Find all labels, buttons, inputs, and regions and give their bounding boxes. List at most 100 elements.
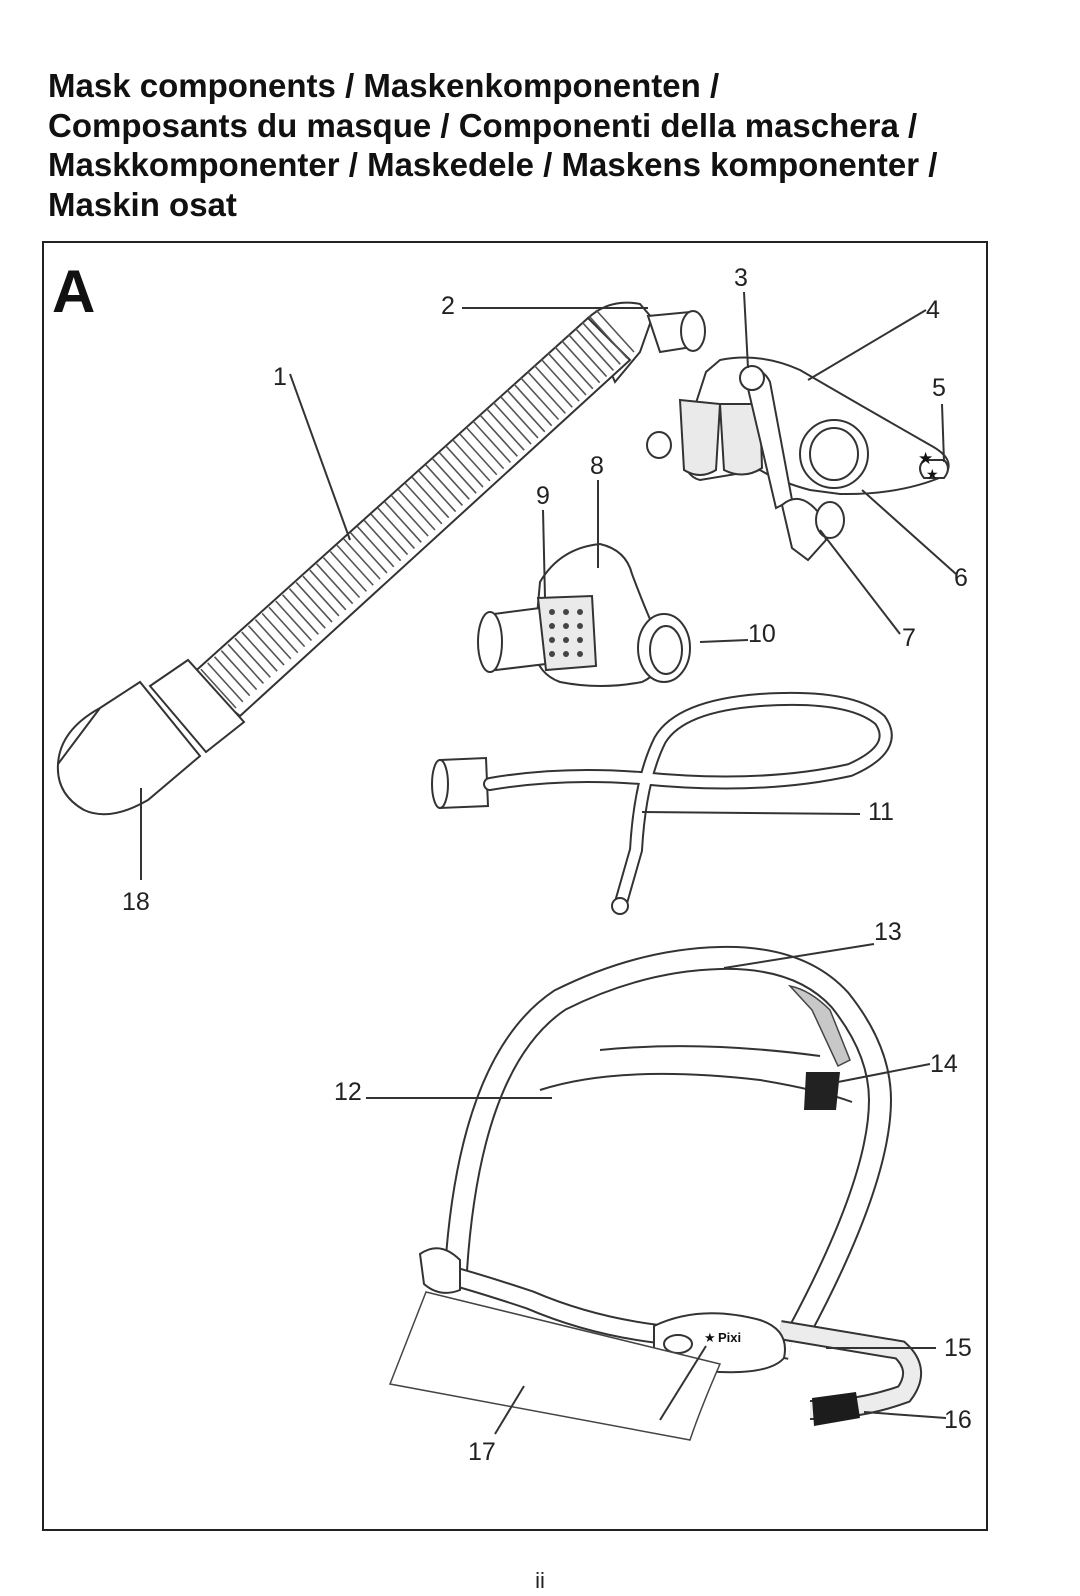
pixi-label: Pixi bbox=[718, 1330, 741, 1345]
tube-rib bbox=[327, 548, 367, 592]
tube-rib bbox=[574, 327, 615, 371]
tube-rib bbox=[526, 370, 566, 414]
tube-rib bbox=[368, 512, 409, 556]
tube-rib bbox=[293, 579, 333, 623]
callout-7: 7 bbox=[902, 624, 916, 652]
callout-6: 6 bbox=[954, 564, 968, 592]
callout-14: 14 bbox=[930, 1050, 958, 1078]
callout-1: 1 bbox=[273, 363, 287, 391]
tube-rib bbox=[595, 309, 635, 353]
leader-1 bbox=[289, 373, 351, 541]
tube-rib bbox=[492, 401, 532, 445]
tube-rib bbox=[375, 505, 416, 549]
vent-hole bbox=[563, 623, 569, 629]
title-line-4: Maskin osat bbox=[48, 185, 237, 223]
tube-rib bbox=[204, 659, 244, 703]
back-band-fill-shape bbox=[778, 1322, 920, 1418]
tubing-connector-end-shape bbox=[431, 759, 449, 809]
leader-3 bbox=[743, 291, 749, 369]
back-strap-upper-shape bbox=[599, 1045, 821, 1057]
title-line-2: Composants du masque / Componenti della … bbox=[48, 106, 918, 144]
tube-rib bbox=[451, 438, 491, 482]
tube-rib bbox=[279, 591, 319, 635]
tube-rib bbox=[513, 383, 553, 427]
tube-rib bbox=[197, 665, 237, 709]
tube-rib bbox=[272, 597, 313, 642]
tube-rib bbox=[478, 413, 518, 457]
vent-plate-shape bbox=[536, 594, 598, 672]
vent-holes bbox=[549, 609, 583, 657]
vent-hole bbox=[577, 623, 583, 629]
elbow-swivel-shape bbox=[586, 301, 654, 384]
tube-rib bbox=[396, 487, 436, 531]
vent-hole bbox=[563, 609, 569, 615]
pixi-star-icon: ★ bbox=[704, 1330, 716, 1345]
tube-rib bbox=[416, 469, 457, 513]
tube-rib bbox=[403, 481, 443, 525]
tube-rib bbox=[533, 364, 573, 408]
tube-rib bbox=[224, 640, 265, 684]
leader-17b bbox=[659, 1345, 707, 1421]
leader-5 bbox=[941, 403, 945, 463]
sizing-card-shape bbox=[388, 1291, 722, 1441]
leader-13 bbox=[723, 943, 875, 969]
tube-rib bbox=[444, 444, 484, 488]
cuff-body-shape bbox=[56, 680, 202, 816]
leader-16 bbox=[863, 1411, 947, 1419]
tube-rib bbox=[410, 475, 450, 519]
leader-7 bbox=[819, 529, 901, 635]
tube-rib bbox=[259, 610, 299, 654]
leader-17 bbox=[494, 1385, 525, 1435]
tube-rib bbox=[341, 536, 381, 580]
tube-rib bbox=[554, 346, 594, 390]
tube-rib bbox=[286, 585, 326, 629]
tube-rib bbox=[465, 426, 505, 470]
tube-rib bbox=[238, 628, 278, 672]
tube-rib bbox=[485, 407, 525, 451]
callout-11: 11 bbox=[868, 798, 894, 826]
tube-rib bbox=[348, 530, 388, 574]
tube-rib bbox=[588, 315, 628, 359]
callout-10: 10 bbox=[748, 620, 776, 648]
junction-slot-shape bbox=[663, 1334, 693, 1354]
title-line-3: Maskkomponenter / Maskedele / Maskens ko… bbox=[48, 146, 938, 183]
cuff-edge-shape bbox=[57, 707, 101, 765]
frame-star-icon: ★ bbox=[918, 449, 933, 468]
vent-hole bbox=[549, 609, 555, 615]
tube-rib bbox=[362, 518, 402, 562]
tube-rib bbox=[300, 573, 340, 617]
leader-9 bbox=[542, 509, 546, 599]
callout-2: 2 bbox=[441, 292, 455, 320]
tube-rib bbox=[540, 358, 580, 402]
tube-rib bbox=[211, 653, 251, 697]
tube-rib bbox=[231, 634, 271, 678]
tube-rib bbox=[382, 499, 422, 543]
callout-15: 15 bbox=[944, 1334, 972, 1362]
elbow-port-shape bbox=[780, 497, 828, 562]
adjuster-shape bbox=[804, 1072, 840, 1110]
vent-hole bbox=[563, 651, 569, 657]
side-port-shape bbox=[646, 431, 672, 459]
tube-rib bbox=[561, 340, 601, 384]
callout-4: 4 bbox=[926, 296, 940, 324]
vent-hole bbox=[577, 609, 583, 615]
tube-rib bbox=[547, 352, 587, 396]
tube-rib bbox=[471, 419, 512, 464]
callout-18: 18 bbox=[122, 888, 150, 916]
frame-port-inner-shape bbox=[809, 427, 859, 481]
vent-hole bbox=[549, 637, 555, 643]
buckle-shape bbox=[812, 1392, 860, 1426]
title-line-1: Mask components / Maskenkomponenten / bbox=[48, 67, 720, 104]
leader-14 bbox=[837, 1063, 931, 1083]
leader-4 bbox=[807, 309, 927, 381]
cushion-illustration bbox=[477, 542, 691, 687]
page-title: Mask components / Maskenkomponenten / Co… bbox=[48, 66, 1048, 224]
tubing-fill-shape bbox=[485, 693, 891, 911]
leader-10 bbox=[699, 639, 749, 643]
tube-rib bbox=[355, 524, 395, 568]
vent-hole bbox=[549, 623, 555, 629]
figure-letter: A bbox=[52, 258, 95, 325]
tube-rib bbox=[334, 542, 374, 586]
tube-rib bbox=[519, 376, 560, 421]
